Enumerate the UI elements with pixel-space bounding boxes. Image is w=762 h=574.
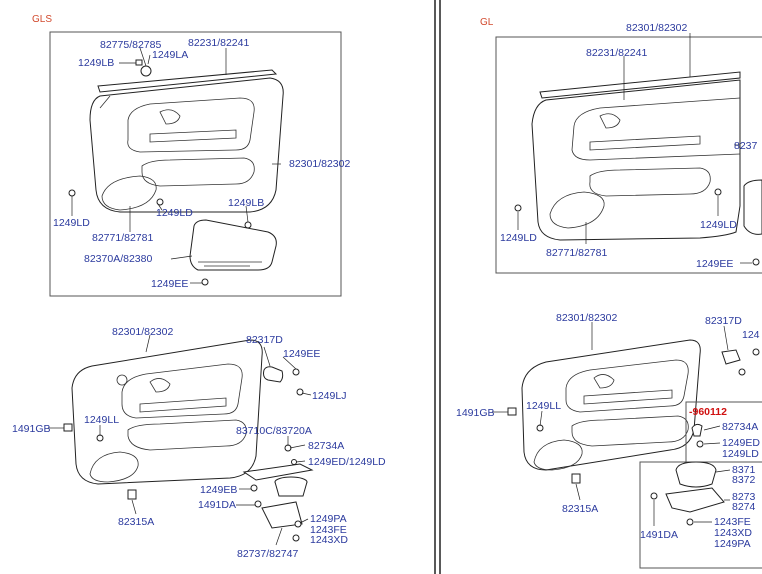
label-82734a-r: 82734A <box>722 421 758 433</box>
gl-assembly-frame <box>495 36 762 274</box>
label-1249ld-gl: 1249LD <box>500 232 537 244</box>
label-82301-gl: 82301/82302 <box>626 22 687 34</box>
handle-bracket-82317d <box>263 366 284 383</box>
screw-1249ee-gls <box>201 278 209 286</box>
callouts-lower-right <box>492 322 731 526</box>
label-1249ld-b: 1249LD <box>156 207 193 219</box>
label-83710c: 83710C/83720A <box>236 425 312 437</box>
label-1491gb-r: 1491GB <box>456 407 495 419</box>
label-1249ld-a: 1249LD <box>53 217 90 229</box>
label-1249ll-r: 1249LL <box>526 400 561 412</box>
door-trim-panel-gl <box>531 79 741 241</box>
armrest-assembly-right <box>650 423 725 526</box>
label-1243xd: 1243XD <box>310 534 348 546</box>
label-82737: 82737/82747 <box>237 548 298 560</box>
gls-assembly-frame <box>49 31 342 297</box>
door-trim-panel-gls <box>89 77 284 213</box>
label-82301-lower-r: 82301/82302 <box>556 312 617 324</box>
label-82771-gl: 82771/82781 <box>546 247 607 259</box>
screw-1249ld-gls <box>68 189 76 197</box>
label-1249lj: 1249LJ <box>312 390 346 402</box>
door-trim-panel-lower-right <box>521 339 701 471</box>
screw-1249ld-2-gls <box>156 198 164 206</box>
screw-1249eb <box>250 484 258 492</box>
screw-1249lb-gls <box>244 221 252 229</box>
label-8273-r: 8273 <box>732 491 756 503</box>
group-title-gl: GL <box>480 17 494 28</box>
label-1249ee-lower: 1249EE <box>283 348 320 360</box>
label-8372-r: 8372 <box>732 474 756 486</box>
label-124-r: 124 <box>742 329 760 341</box>
label-1249ed: 1249ED/1249LD <box>308 456 386 468</box>
weatherstrip-gls <box>97 69 278 93</box>
label-1491da-r: 1491DA <box>640 529 678 541</box>
label-1243fe: 1243FE <box>310 524 347 536</box>
screw-1249ee-lower <box>292 368 300 376</box>
label-1249eb: 1249EB <box>200 484 237 496</box>
revision-code: -960112 <box>689 406 727 418</box>
label-82771: 82771/82781 <box>92 232 153 244</box>
callouts-lower-left <box>48 334 312 546</box>
label-1249la: 1249LA <box>152 49 188 61</box>
clip-82315a-left <box>127 489 137 500</box>
label-1249pa-r: 1249PA <box>714 538 751 550</box>
armrest-pad-gls <box>189 219 277 271</box>
label-1491gb: 1491GB <box>12 423 51 435</box>
label-82231-gl: 82231/82241 <box>586 47 647 59</box>
label-82775: 82775/82785 <box>100 39 161 51</box>
label-1243xd-r: 1243XD <box>714 527 752 539</box>
label-1249ld-gl-2: 1249LD <box>700 219 737 231</box>
group-title-gls: GLS <box>32 14 52 25</box>
armrest-pad-gl-partial <box>743 179 762 235</box>
label-1491da: 1491DA <box>198 499 236 511</box>
screw-1249lj <box>296 388 304 396</box>
callouts-gl <box>517 33 752 264</box>
clip-1491gb-left <box>63 423 73 432</box>
label-1249ld-r: 1249LD <box>722 448 759 460</box>
screw-1249ld-gl-2 <box>714 188 722 196</box>
label-1249lb-b: 1249LB <box>228 197 264 209</box>
label-1249ee: 1249EE <box>151 278 188 290</box>
label-82315a: 82315A <box>118 516 154 528</box>
label-82734a: 82734A <box>308 440 344 452</box>
screw-1243xd <box>292 534 300 542</box>
label-82370a: 82370A/82380 <box>84 253 152 265</box>
label-8274-r: 8274 <box>732 501 756 513</box>
label-82317d: 82317D <box>246 334 283 346</box>
clip-82315a-right <box>571 473 581 484</box>
label-1249ed-r: 1249ED <box>722 437 760 449</box>
handle-bracket-82317d-right <box>721 348 760 376</box>
label-82315a-r: 82315A <box>562 503 598 515</box>
label-8237-gl: 8237 <box>734 140 758 152</box>
label-1249ee-gl: 1249EE <box>696 258 733 270</box>
callouts-gls <box>71 47 281 284</box>
clip-1491gb-right <box>507 407 517 416</box>
label-1249ll: 1249LL <box>84 414 119 426</box>
label-82301-lower: 82301/82302 <box>112 326 173 338</box>
weatherstrip-gl <box>539 71 741 99</box>
label-82231: 82231/82241 <box>188 37 249 49</box>
label-1243fe-r: 1243FE <box>714 516 751 528</box>
screw-1249ee-gl <box>752 258 760 266</box>
screw-1249pa <box>294 520 302 528</box>
label-8371-r: 8371 <box>732 464 756 476</box>
label-1249lb: 1249LB <box>78 57 114 69</box>
door-trim-panel-lower-left <box>71 339 263 485</box>
label-1249pa: 1249PA <box>310 513 347 525</box>
label-82301: 82301/82302 <box>289 158 350 170</box>
clip-1491da-left <box>254 500 262 508</box>
clip-82775-gls <box>135 59 152 77</box>
screw-1249ld-gl <box>514 204 522 212</box>
label-82317d-r: 82317D <box>705 315 742 327</box>
